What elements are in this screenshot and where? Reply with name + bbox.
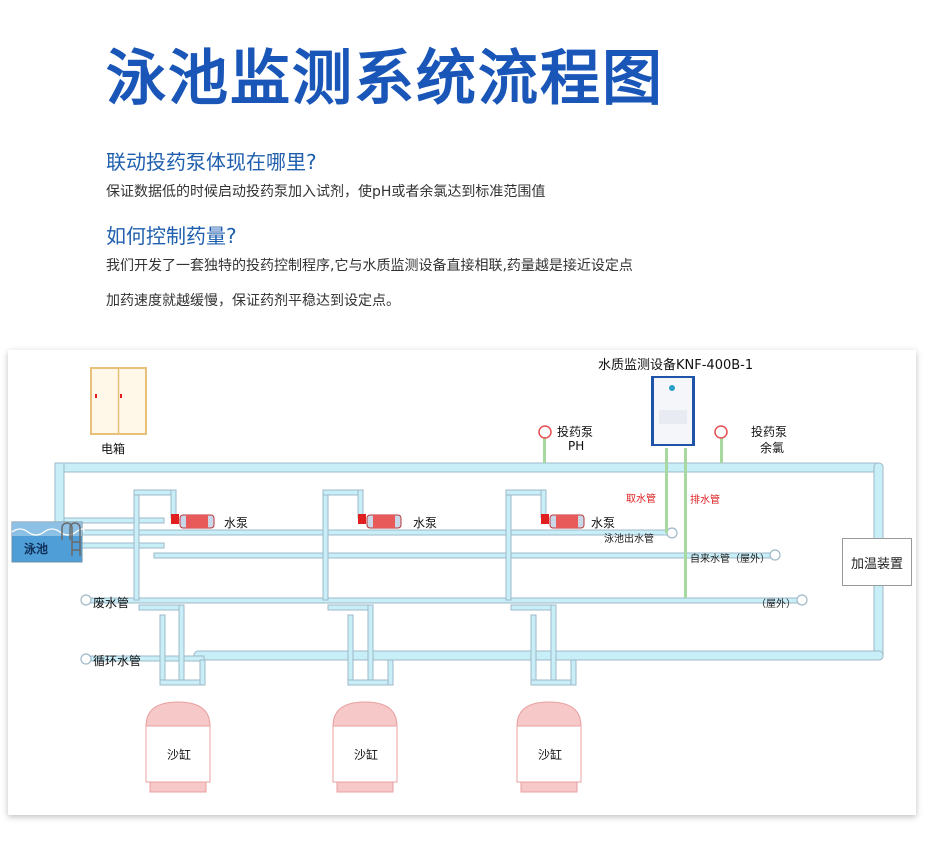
- branch1-bottom: [159, 679, 201, 686]
- branch3-drop: [540, 489, 547, 519]
- branch2-return: [387, 659, 394, 686]
- chlorine-pump-label: 投药泵: [751, 425, 788, 439]
- pool-return-pipe: [63, 517, 165, 524]
- ph-pump-label: 投药泵: [557, 425, 594, 439]
- pool-outlet-pipe: [63, 529, 675, 536]
- branch2-top: [322, 489, 364, 496]
- tap-pipe-end-cap: [769, 549, 781, 561]
- branch1-return: [199, 659, 206, 686]
- branch3-mid: [510, 604, 557, 611]
- flow-diagram: 水质监测设备KNF-400B-1 电箱 投药泵 PH 投药泵 余氯 取水管 排水…: [8, 350, 916, 815]
- intake-pipe-label: 取水管: [626, 494, 656, 505]
- pump-label-1: 水泵: [224, 516, 249, 530]
- pool-ladder-icon: [61, 522, 81, 556]
- branch1-right-down: [178, 604, 185, 686]
- outdoor-label: （屋外）: [756, 599, 796, 610]
- sand-tank-label-3: 沙缸: [538, 748, 563, 762]
- branch2-bottom: [347, 679, 389, 686]
- dosing-pump-icon: [538, 425, 552, 439]
- outlet-pipe-end-cap: [666, 527, 678, 539]
- sand-tank-label-2: 沙缸: [354, 748, 379, 762]
- tap-water-label: 自来水管（屋外）: [690, 554, 770, 565]
- heater-box: 加温装置: [842, 538, 912, 586]
- sand-tank-icon: [516, 701, 582, 793]
- water-pump-icon: [171, 514, 215, 529]
- pool-label: 泳池: [24, 542, 49, 556]
- pump-label-3: 水泵: [591, 516, 616, 530]
- electric-box-label: 电箱: [101, 442, 126, 456]
- main-loop-left-pipe: [54, 462, 65, 531]
- branch1-drop: [170, 489, 177, 519]
- drain-pipe-label: 排水管: [690, 495, 720, 506]
- circulation-pipe-label: 循环水管: [93, 654, 142, 668]
- answer-dosage-line2: 加药速度就越缓慢，保证药剂平稳达到设定点。: [106, 293, 400, 309]
- waste-pipe-label: 废水管: [93, 596, 130, 610]
- answer-dosing-linkage: 保证数据低的时候启动投药泵加入试剂，使pH或者余氯达到标准范围值: [106, 184, 546, 200]
- branch3-left-down: [530, 614, 537, 686]
- drain-pipe-line: [684, 448, 687, 598]
- pump-label-2: 水泵: [413, 516, 438, 530]
- diagram-canvas: [11, 367, 884, 793]
- outdoor-pipe-end-cap: [796, 594, 808, 606]
- sand-tank-icon: [332, 701, 398, 793]
- branch2-left-riser: [322, 489, 329, 601]
- branch1-left-riser: [133, 489, 140, 601]
- branch3-top: [505, 489, 547, 496]
- branch2-mid: [327, 604, 374, 611]
- chlorine-dosing-line: [720, 438, 723, 463]
- device-title: 水质监测设备KNF-400B-1: [598, 358, 754, 373]
- sand-tank-icon: [145, 701, 211, 793]
- branch1-left-down: [159, 614, 166, 686]
- main-loop-top-pipe: [54, 462, 884, 473]
- branch2-drop: [357, 489, 364, 519]
- circulation-pipe-end-cap: [80, 653, 92, 665]
- monitor-device-icon: [651, 376, 695, 446]
- branch3-left-riser: [505, 489, 512, 601]
- branch1-top: [133, 489, 177, 496]
- branch3-return: [570, 659, 577, 686]
- pool-outlet-label: 泳池出水管: [604, 534, 654, 545]
- main-loop-bottom-pipe: [193, 650, 884, 661]
- tap-water-pipe: [153, 552, 777, 559]
- water-pump-icon: [541, 514, 585, 529]
- water-pump-icon: [358, 514, 402, 529]
- dosing-pump-icon: [714, 425, 728, 439]
- branch2-left-down: [347, 614, 354, 686]
- sand-tank-label-1: 沙缸: [167, 748, 192, 762]
- branch2-right-down: [367, 604, 374, 686]
- ph-pump-sublabel: PH: [568, 439, 585, 453]
- branch1-mid: [138, 604, 185, 611]
- intake-pipe-line: [665, 448, 668, 533]
- page-title: 泳池监测系统流程图: [106, 44, 664, 114]
- branch3-bottom: [530, 679, 572, 686]
- branch3-right-down: [550, 604, 557, 686]
- question-dosing-linkage: 联动投药泵体现在哪里?: [106, 150, 317, 174]
- question-dosage-control: 如何控制药量?: [106, 224, 237, 248]
- answer-dosage-line1: 我们开发了一套独特的投药控制程序,它与水质监测设备直接相联,药量越是接近设定点: [106, 258, 633, 274]
- electric-box-icon: [90, 367, 147, 435]
- waste-pipe-end-cap: [80, 594, 92, 606]
- ph-dosing-line: [543, 438, 546, 463]
- chlorine-pump-sublabel: 余氯: [760, 441, 785, 455]
- waste-water-pipe: [83, 597, 805, 604]
